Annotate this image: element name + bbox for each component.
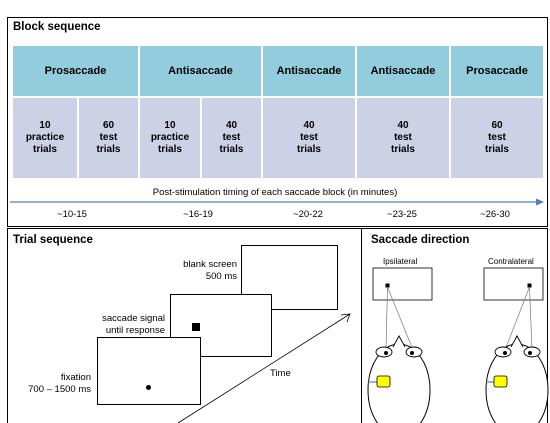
- block-header-3: Antisaccade: [263, 46, 355, 96]
- timing-1: ~10-15: [57, 209, 87, 220]
- timing-5: ~26-30: [480, 209, 510, 220]
- block-header-5: Prosaccade: [451, 46, 543, 96]
- fixation-label: fixation 700 – 1500 ms: [28, 372, 91, 395]
- ipsilateral-stimulator: [376, 375, 391, 388]
- contralateral-label: Contralateral: [488, 257, 534, 266]
- fixation-dot: [146, 385, 151, 390]
- block-3-test: 40 test trials: [263, 98, 355, 178]
- saccade-signal-label: saccade signal until response: [102, 313, 165, 336]
- block-sequence-panel: [7, 17, 548, 227]
- blank-screen-label: blank screen 500 ms: [183, 259, 237, 282]
- saccade-signal-square: [192, 323, 200, 331]
- timing-3: ~20-22: [293, 209, 323, 220]
- contralateral-target: [527, 283, 532, 288]
- ipsilateral-target: [385, 283, 390, 288]
- block-header-1: Prosaccade: [13, 46, 138, 96]
- block-4-test: 40 test trials: [357, 98, 449, 178]
- contralateral-stimulator: [493, 375, 508, 388]
- trial-sequence-title: Trial sequence: [13, 234, 93, 246]
- timing-2: ~16-19: [183, 209, 213, 220]
- block-header-4: Antisaccade: [357, 46, 449, 96]
- ipsilateral-label: Ipsilateral: [383, 257, 418, 266]
- saccade-direction-title: Saccade direction: [371, 234, 470, 246]
- block-sequence-title: Block sequence: [13, 21, 101, 33]
- block-5-test: 60 test trials: [451, 98, 543, 178]
- fixation-box: [97, 337, 201, 405]
- ipsilateral-screen: [372, 267, 433, 301]
- saccade-direction-panel: [361, 228, 548, 423]
- block-1-test: 60 test trials: [79, 98, 138, 178]
- block-2-test: 40 test trials: [202, 98, 261, 178]
- timeline-label: Post-stimulation timing of each saccade …: [152, 187, 398, 198]
- block-1-practice: 10 practice trials: [13, 98, 77, 178]
- contralateral-screen: [483, 267, 544, 301]
- block-header-2: Antisaccade: [140, 46, 261, 96]
- timing-4: ~23-25: [387, 209, 417, 220]
- time-label: Time: [270, 368, 291, 379]
- block-2-practice: 10 practice trials: [140, 98, 200, 178]
